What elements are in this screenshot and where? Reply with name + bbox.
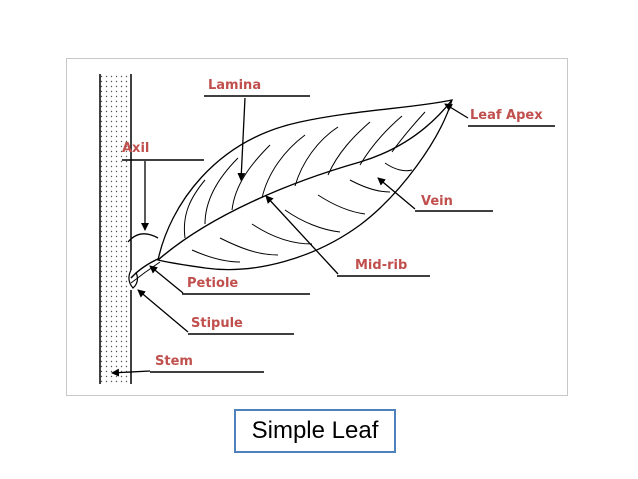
stipule-arrow	[138, 290, 188, 332]
label-mid-rib: Mid-rib	[355, 259, 407, 273]
label-petiole: Petiole	[187, 277, 238, 291]
stem-shape	[100, 74, 131, 384]
diagram-title: Simple Leaf	[252, 417, 379, 445]
label-stem: Stem	[155, 355, 193, 369]
label-vein: Vein	[421, 195, 453, 209]
petiole-arrow	[150, 266, 183, 293]
label-leaf-apex: Leaf Apex	[470, 109, 543, 123]
title-box: Simple Leaf	[234, 409, 396, 453]
label-lamina: Lamina	[208, 79, 261, 93]
label-stipule: Stipule	[191, 317, 243, 331]
axil-bud	[128, 234, 158, 242]
petiole-shape	[131, 258, 160, 278]
label-axil: Axil	[122, 142, 149, 156]
